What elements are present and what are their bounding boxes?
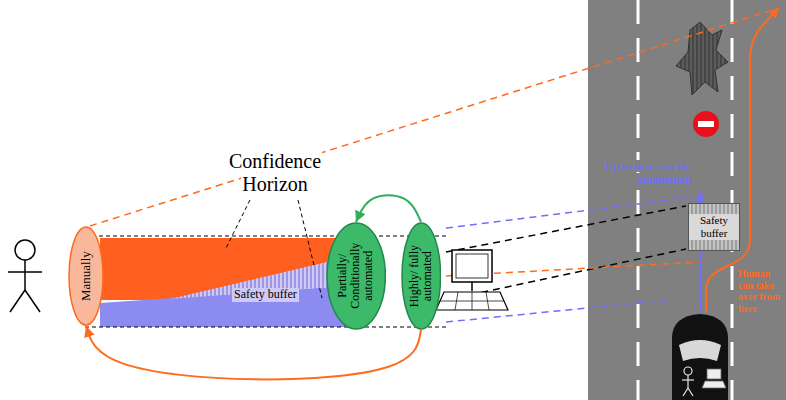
computer-icon	[436, 250, 508, 310]
buffer-label: Safety buffer	[232, 288, 299, 302]
keyboard-grid	[472, 292, 473, 310]
human-figure	[8, 240, 42, 312]
road-safety-buffer: Safety buffer	[688, 203, 740, 251]
screen	[456, 254, 488, 278]
partial-automation-ellipse: Partially/ Conditionally automated	[326, 222, 386, 330]
safety-buffer-band: Safety buffer	[170, 255, 346, 305]
high-automation-ellipse: Highly/ fully automated	[401, 222, 442, 330]
figure-arms	[8, 271, 42, 273]
driver-leg	[683, 388, 688, 396]
text-patch: Confidence Horizon	[228, 150, 322, 195]
annotation-text: Up to here can the automation	[602, 160, 692, 185]
laptop-screen	[707, 369, 721, 379]
text-holder: Manually	[79, 236, 93, 316]
figure-head	[15, 240, 35, 260]
callout-label: Confidence Horizon	[213, 150, 337, 196]
horizon-boundary	[85, 327, 446, 328]
leader-line	[226, 200, 250, 248]
driver-leg	[688, 388, 693, 396]
projection-line	[446, 197, 694, 228]
driver-body	[687, 375, 688, 388]
text-patch: Up to here can the automation	[604, 160, 692, 185]
figure-body	[24, 260, 26, 290]
keyboard-grid	[486, 292, 489, 310]
car-windscreen	[679, 340, 721, 361]
takeover-arc	[356, 195, 421, 222]
buffer-label: Safety buffer	[689, 214, 739, 239]
keyboard	[436, 292, 508, 310]
annotation-text: Human can take over from here	[737, 268, 782, 314]
driver-head	[684, 367, 692, 375]
no-entry-sign	[693, 111, 719, 137]
car-body	[672, 314, 728, 400]
text-holder: Highly/ fully automated	[408, 240, 434, 312]
ellipse-shape	[402, 223, 441, 329]
figure-leg	[25, 290, 40, 312]
ellipse-shape	[327, 223, 385, 329]
lane-marking	[731, 0, 734, 400]
manual-mode-ellipse: Manually	[68, 226, 104, 326]
driver-figure	[682, 367, 694, 396]
monitor	[452, 250, 492, 282]
text-patch: Human can take over from here	[737, 268, 781, 314]
laptop-keyboard	[702, 381, 726, 388]
lane-marking	[637, 0, 640, 400]
road	[588, 0, 786, 400]
no-entry-bar	[698, 121, 714, 127]
mode-label: Highly/ fully automated	[408, 240, 434, 312]
takeover-path-arrow	[706, 8, 779, 312]
mode-label: Partially/ Conditionally automated	[336, 240, 376, 312]
figure-leg	[10, 290, 25, 312]
mode-label: Manually	[79, 236, 93, 316]
text-holder: Partially/ Conditionally automated	[336, 240, 376, 312]
horizon-boundary	[85, 236, 446, 237]
keyboard-grid	[455, 292, 458, 310]
driver-arms	[682, 379, 694, 380]
ellipse-shape	[69, 227, 103, 325]
return-to-manual-arrow	[86, 326, 421, 379]
monitor-stand	[471, 282, 473, 291]
projection-line	[446, 206, 686, 252]
projection-line	[90, 8, 779, 226]
